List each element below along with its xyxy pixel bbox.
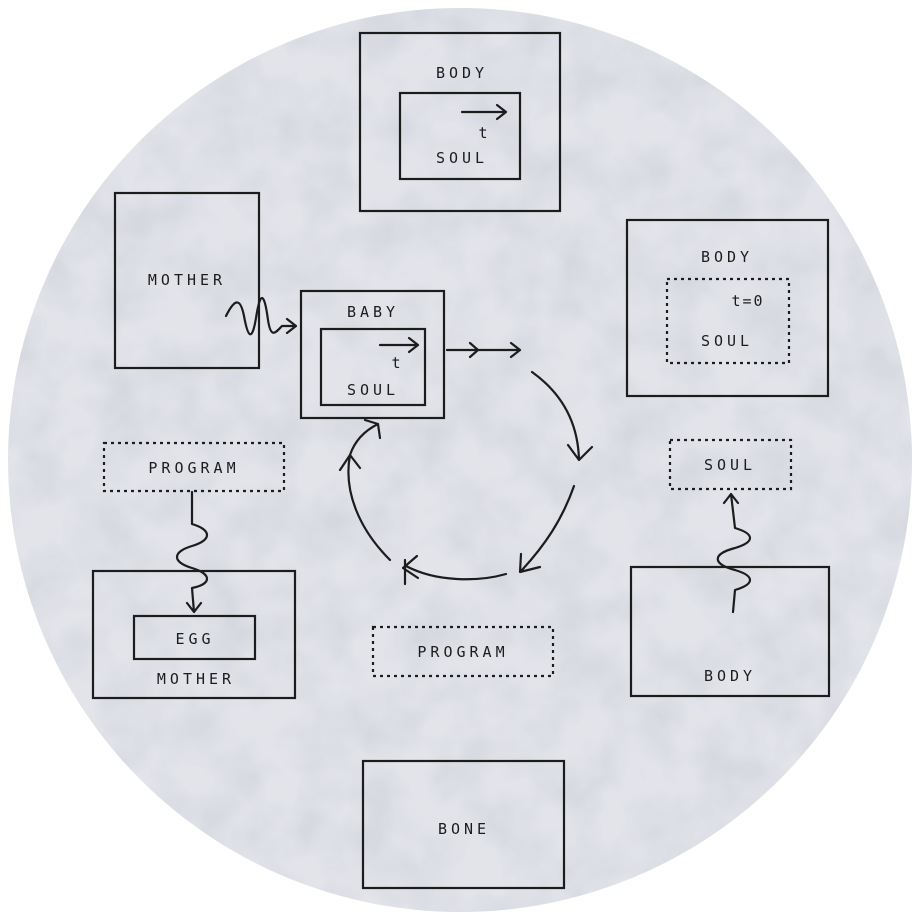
- right-body-label: BODY: [701, 248, 753, 266]
- baby-soul-label: SOUL: [347, 381, 399, 399]
- top-soul-label: SOUL: [436, 149, 488, 167]
- right-body-box: [625, 218, 830, 398]
- baby-time-arrow-icon: [378, 336, 420, 354]
- soul-right-box: SOUL: [668, 438, 793, 491]
- mother-label: MOTHER: [148, 271, 226, 289]
- egg-mother-outer-box: [91, 569, 297, 700]
- program-left-label: PROGRAM: [148, 459, 239, 477]
- program-bottom-label: PROGRAM: [417, 643, 508, 661]
- baby-time-label: t: [391, 354, 402, 372]
- right-soul-label: SOUL: [701, 332, 753, 350]
- program-left-box: PROGRAM: [102, 441, 286, 493]
- program-bottom-box: PROGRAM: [371, 625, 555, 678]
- top-time-arrow-icon: [460, 103, 508, 121]
- baby-box: [299, 289, 446, 420]
- body-to-soul-wave-arrow-icon: [716, 492, 752, 614]
- mother-to-baby-wave-arrow-icon: [224, 296, 298, 336]
- top-body-label: BODY: [436, 64, 488, 82]
- top-body-box: [358, 31, 562, 213]
- right-soul-dashed-box: [665, 277, 791, 365]
- bone-box: BONE: [361, 759, 566, 890]
- top-soul-box: [398, 91, 522, 181]
- soul-right-dashed-box: [668, 438, 793, 491]
- program-to-egg-wave-arrow-icon: [175, 490, 209, 614]
- life-cycle-arrows: [338, 341, 594, 586]
- right-time-label: t=0: [731, 292, 764, 310]
- mother-left-box: MOTHER: [113, 191, 261, 370]
- egg-mother-box: EGG MOTHER: [91, 569, 297, 700]
- cycle-arrow-top-icon: [445, 341, 522, 359]
- program-left-dashed-box: [102, 441, 286, 493]
- cycle-arrow-right-lower-icon: [518, 484, 576, 574]
- baby-label: BABY: [347, 303, 399, 321]
- egg-inner-box: [132, 614, 257, 661]
- baby-soul-box: BABY t SOUL: [299, 289, 446, 420]
- top-time-label: t: [478, 124, 489, 142]
- cycle-arrow-bottom-icon: [401, 554, 508, 586]
- egg-label: EGG: [175, 630, 214, 648]
- bone-outline: [361, 759, 566, 890]
- soul-right-label: SOUL: [704, 456, 756, 474]
- baby-soul-inner-box: [319, 327, 427, 407]
- bone-label: BONE: [438, 820, 490, 838]
- cycle-arrow-right-upper-icon: [530, 370, 594, 462]
- top-body-soul-box: BODY t SOUL: [358, 31, 562, 213]
- program-bottom-dashed-box: [371, 625, 555, 678]
- right-lower-body-outline: [629, 565, 831, 698]
- mother-box: [113, 191, 261, 370]
- right-lower-body-box: BODY: [629, 565, 831, 698]
- right-body-soul-box: BODY t=0 SOUL: [625, 218, 830, 398]
- egg-mother-label: MOTHER: [157, 670, 235, 688]
- right-lower-body-label: BODY: [704, 667, 756, 685]
- cycle-arrow-left-icon: [338, 418, 392, 562]
